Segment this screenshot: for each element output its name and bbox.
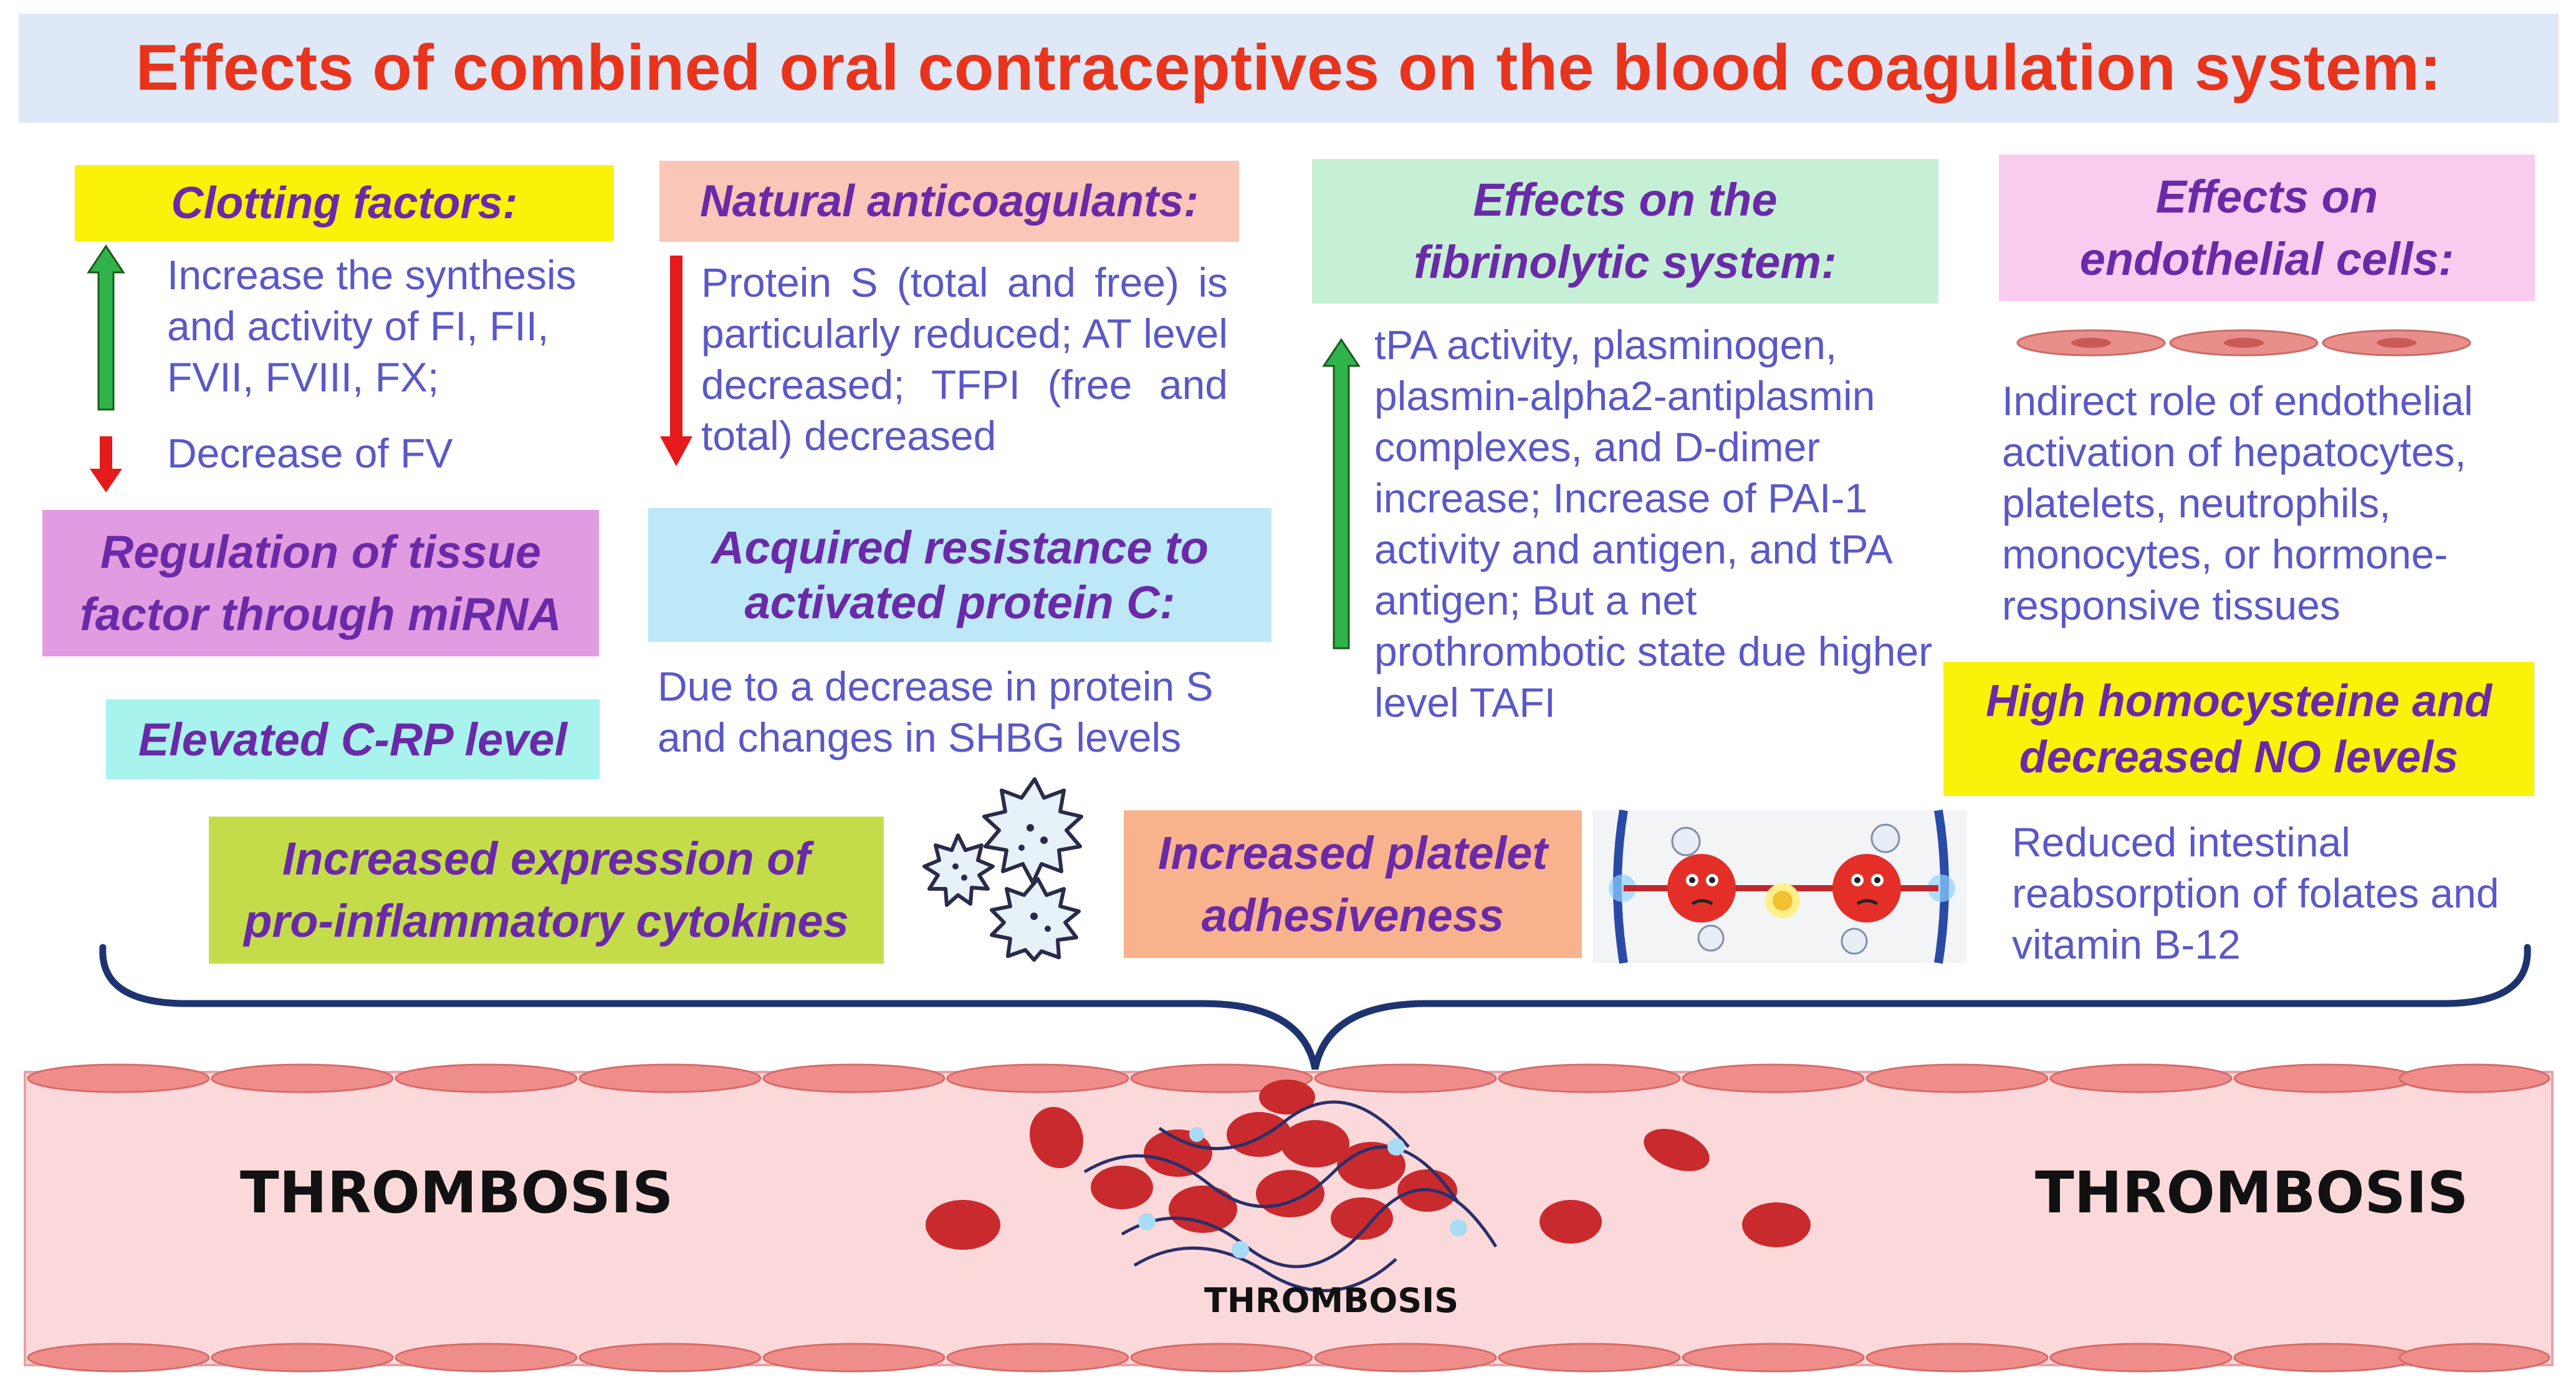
page-title: Effects of combined oral contraceptives … [135, 32, 2442, 104]
brace-connector [99, 944, 2531, 1070]
cytokine-particles-icon [922, 777, 1083, 962]
apc-line1: Acquired resistance to [711, 521, 1209, 573]
endothelial-text: Indirect role of endothelial activation … [2002, 378, 2473, 628]
natural-anticoagulants-heading: Natural anticoagulants: [659, 161, 1239, 242]
anticoag-down-arrow-icon [660, 256, 692, 466]
endothelial-cells-icon [2016, 329, 2471, 357]
thrombosis-label-right: THROMBOSIS [2035, 1159, 2469, 1226]
endothelial-heading-line2: endothelial cells: [2079, 232, 2454, 285]
platelet-line1: Increased platelet [1157, 827, 1548, 879]
thrombosis-label-center: THROMBOSIS [1204, 1281, 1459, 1320]
fibrinolytic-text: tPA activity, plasminogen, plasmin-alpha… [1374, 322, 1933, 726]
platelet-adhesiveness-box: Increased platelet adhesiveness [1124, 810, 1582, 958]
homocysteine-line2: decreased NO levels [2019, 732, 2459, 782]
apc-line2: activated protein C: [744, 576, 1175, 628]
platelet-line2: adhesiveness [1201, 889, 1505, 941]
fibrinolytic-heading-line2: fibrinolytic system: [1414, 236, 1837, 288]
title-banner [19, 14, 2559, 123]
apc-resistance-box: Acquired resistance to activated protein… [648, 508, 1271, 642]
fibrinolytic-heading: Effects on the fibrinolytic system: [1312, 159, 1938, 304]
fibrinolytic-heading-line1: Effects on the [1473, 174, 1778, 226]
anticoagulants-text: Protein S (total and free) is particular… [701, 259, 1228, 459]
fibrinolytic-up-arrow-icon [1322, 338, 1361, 649]
homocysteine-line1: High homocysteine and [1985, 676, 2492, 726]
endothelial-heading: Effects on endothelial cells: [1999, 155, 2535, 301]
homocysteine-text: Reduced intestinal reabsorption of folat… [2012, 819, 2499, 967]
tissue-factor-box: Regulation of tissue factor through miRN… [42, 510, 599, 656]
platelet-adhesion-illustration [1592, 809, 1966, 964]
thrombosis-label-left: THROMBOSIS [240, 1159, 674, 1226]
clotting-decrease-text: Decrease of FV [167, 430, 453, 476]
endothelial-heading-line1: Effects on [2155, 170, 2378, 223]
homocysteine-box: High homocysteine and decreased NO level… [1943, 662, 2534, 796]
cytokines-line1: Increased expression of [282, 833, 811, 884]
decrease-down-arrow-icon [90, 436, 122, 492]
increase-up-arrow-icon [87, 244, 125, 411]
tissue-factor-line1: Regulation of tissue [100, 525, 542, 578]
cytokines-box: Increased expression of pro-inflammatory… [209, 817, 884, 964]
cytokines-line2: pro-inflammatory cytokines [244, 895, 849, 947]
clotting-factors-heading: Clotting factors: [75, 165, 614, 241]
crp-box: Elevated C-RP level [106, 699, 600, 779]
clotting-increase-text: Increase the synthesis and activity of F… [167, 252, 577, 400]
tissue-factor-line2: factor through miRNA [80, 588, 562, 640]
apc-text: Due to a decrease in protein S and chang… [658, 663, 1214, 760]
blood-vessel-illustration [24, 1063, 2554, 1373]
